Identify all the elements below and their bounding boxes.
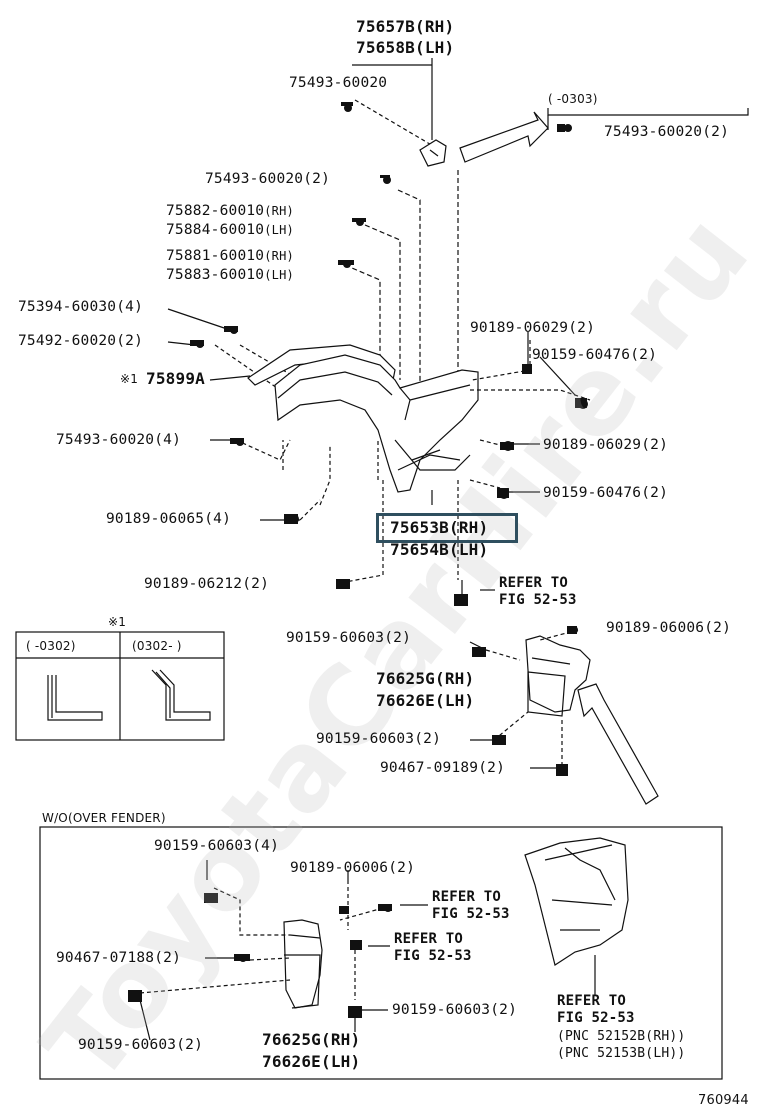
label-75493-60020-top: 75493-60020 [289,75,388,91]
mud-guard-upper [525,635,591,713]
label-w-refer-2: REFER TO [394,931,464,947]
label-90189-06212: 90189-06212(2) [144,576,270,592]
highlight-frame [376,513,518,543]
label-75653b: 75653B(RH) [390,518,489,537]
label-w-fig-2: FIG 52-53 [394,948,472,964]
diagram-id: 760944 [698,1093,749,1108]
label-90189-06006-a: 90189-06006(2) [606,620,732,636]
label-90159-60603-b: 90159-60603(2) [316,731,442,747]
clip-icon [564,124,572,132]
label-75882: 75882-60010(RH) [166,203,294,219]
label-75899a: 75899A [146,369,205,388]
label-w-fig-3: FIG 52-53 [557,1010,635,1026]
label-w-76625g: 76625G(RH) [262,1030,361,1049]
label-90159-60476-a: 90159-60476(2) [532,347,658,363]
label-w-90189-06006: 90189-06006(2) [290,860,416,876]
label-75654b: 75654B(LH) [390,540,489,559]
label-75657b: 75657B(RH) [356,17,455,36]
label-w-refer-3: REFER TO [557,993,627,1009]
label-75881: 75881-60010(RH) [166,248,294,264]
label-w-pnc-1: (PNC 52152B(RH)) [557,1029,686,1044]
label-range-0303: ( -0303) [548,92,598,106]
label-w-76626e: 76626E(LH) [262,1052,361,1071]
label-90189-06029-a: 90189-06029(2) [470,320,596,336]
label-90467-09189: 90467-09189(2) [380,760,506,776]
label-75394: 75394-60030(4) [18,299,144,315]
label-wo-over-fender: W/O(OVER FENDER) [42,811,166,825]
label-75883: 75883-60010(LH) [166,267,294,283]
label-fig-1: FIG 52-53 [499,592,577,608]
direction-arrow-top [459,111,549,163]
label-w-90159-60603-d: 90159-60603(2) [78,1037,204,1053]
label-w-refer-1: REFER TO [432,889,502,905]
label-76626e: 76626E(LH) [376,691,475,710]
label-w-90467-07188: 90467-07188(2) [56,950,182,966]
table-col-2: (0302- ) [132,639,182,653]
label-90189-06065: 90189-06065(4) [106,511,232,527]
fender-flare-panel [274,354,479,493]
table-col-1: ( -0302) [26,639,76,653]
direction-arrow-bottom [577,683,659,805]
wo-over-fender-frame [39,826,723,1080]
label-75884: 75884-60010(LH) [166,222,294,238]
label-90159-60476-b: 90159-60476(2) [543,485,669,501]
label-76625g: 76625G(RH) [376,669,475,688]
label-75493-60020-4: 75493-60020(4) [56,432,182,448]
label-75492: 75492-60020(2) [18,333,144,349]
label-refer-to-1: REFER TO [499,575,569,591]
mud-guard-lower [283,919,323,1009]
label-75493-60020-right: 75493-60020(2) [604,124,730,140]
label-w-90159-60603-4: 90159-60603(4) [154,838,280,854]
note-mark-1: ※1 [120,372,139,386]
label-w-90159-60603-c: 90159-60603(2) [392,1002,518,1018]
label-w-fig-1: FIG 52-53 [432,906,510,922]
label-90189-06029-b: 90189-06029(2) [543,437,669,453]
table-note-mark: ※1 [108,615,127,629]
label-90159-60603-a: 90159-60603(2) [286,630,412,646]
label-w-pnc-2: (PNC 52153B(LH)) [557,1046,686,1061]
range-bracket [547,108,749,116]
label-75493-60020-2: 75493-60020(2) [205,171,331,187]
label-75658b: 75658B(LH) [356,38,455,57]
